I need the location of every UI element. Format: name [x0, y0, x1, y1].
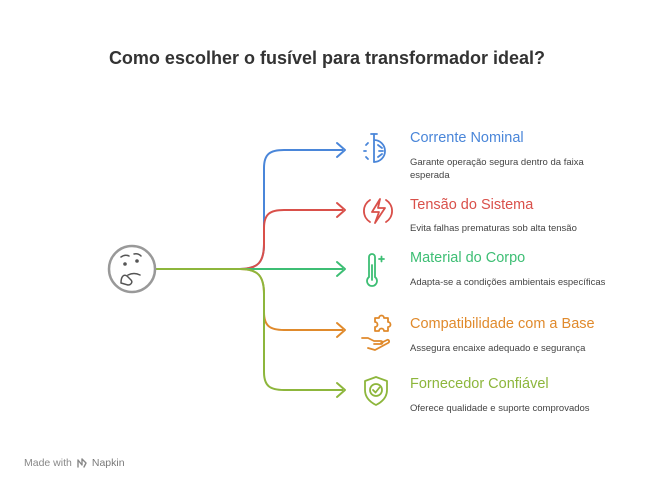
connector-tensao — [150, 209, 343, 270]
arrowhead-compatibilidade — [336, 322, 346, 338]
thinking-face-icon — [107, 244, 157, 294]
diagram-title: Como escolher o fusível para transformad… — [108, 48, 546, 68]
item-title-fornecedor-confiavel: Fornecedor Confiável — [410, 376, 549, 392]
connector-compatibilidade — [150, 268, 343, 331]
connector-fornecedor — [150, 268, 343, 391]
item-title-material-do-corpo: Material do Corpo — [410, 250, 526, 266]
item-desc-compatibilidade-com-a-base: Assegura encaixe adequado e segurança — [410, 343, 586, 354]
puzzle-hand-icon — [361, 314, 392, 351]
thermometer-icon — [366, 253, 385, 287]
item-title-corrente-nominal: Corrente Nominal — [410, 130, 524, 146]
stopwatch-icon — [363, 133, 386, 163]
lightning-bolt-icon — [363, 198, 393, 224]
footer-prefix: Made with — [24, 457, 72, 469]
footer-brand: Napkin — [91, 457, 125, 469]
arrowhead-corrente — [336, 142, 346, 158]
made-with-napkin-link[interactable]: Made with Napkin — [24, 457, 125, 469]
item-desc-material-do-corpo: Adapta-se a condições ambientais específ… — [410, 277, 606, 288]
shield-check-icon — [364, 376, 388, 406]
item-title-tensao-do-sistema: Tensão do Sistema — [410, 197, 534, 213]
arrowhead-tensao — [336, 202, 346, 218]
arrowhead-fornecedor — [336, 382, 346, 398]
napkin-logo-icon — [77, 458, 87, 468]
arrowhead-material — [336, 261, 346, 277]
item-desc-corrente-nominal: Garante operação segura dentro da faixa … — [410, 157, 584, 181]
item-desc-tensao-do-sistema: Evita falhas prematuras sob alta tensão — [410, 223, 577, 234]
item-title-compatibilidade-com-a-base: Compatibilidade com a Base — [410, 316, 595, 332]
item-desc-fornecedor-confiavel: Oferece qualidade e suporte comprovados — [410, 403, 590, 414]
